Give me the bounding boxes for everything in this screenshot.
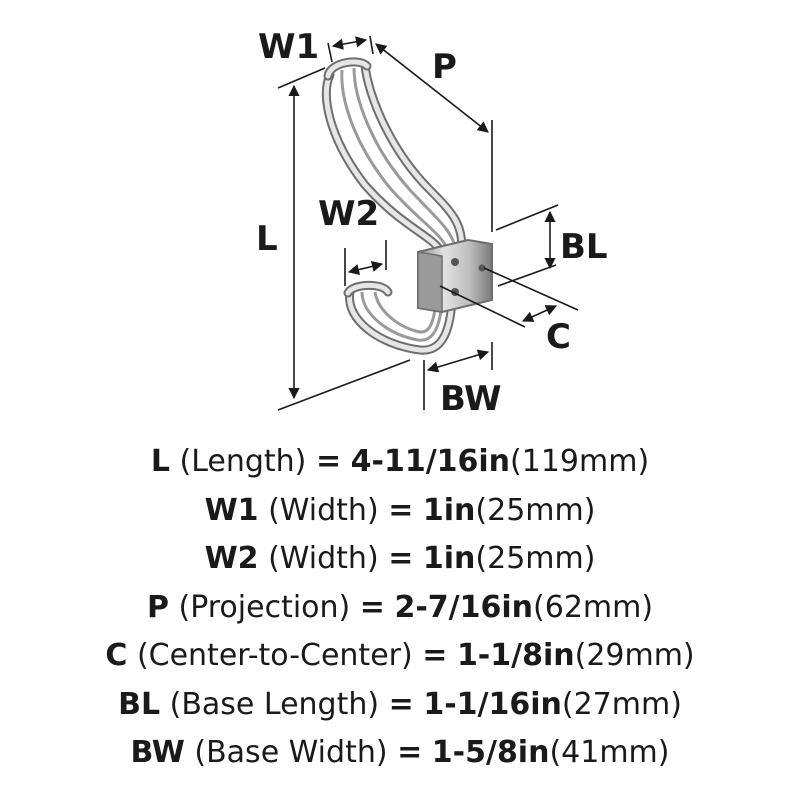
spec-name: (Base Length) <box>169 686 380 722</box>
spec-name: (Length) <box>179 444 307 479</box>
spec-metric: (119mm) <box>510 444 650 479</box>
specification-list: L (Length) = 4-11/16in(119mm) W1 (Width)… <box>0 438 800 778</box>
label-c: C <box>546 317 571 357</box>
label-l: L <box>256 219 278 259</box>
spec-code: L <box>150 444 170 479</box>
spec-metric: (29mm) <box>574 638 695 673</box>
spec-name: (Base Width) <box>194 735 388 770</box>
spec-imperial: 1-1/16in <box>423 686 562 722</box>
double-hook-illustration <box>321 57 493 355</box>
spec-row-base-length: BL (Base Length) = 1-1/16in(27mm) <box>0 681 800 730</box>
spec-metric: (25mm) <box>475 492 596 528</box>
dimension-diagram: W1 P L W2 BL C BW <box>256 27 608 419</box>
spec-row-width-2: W2 (Width) = 1in(25mm) <box>0 535 800 584</box>
spec-name: (Width) <box>268 541 379 576</box>
spec-equals: = <box>359 589 385 625</box>
spec-imperial: 1in <box>422 541 476 576</box>
label-bw: BW <box>440 379 502 419</box>
label-bl: BL <box>560 227 608 267</box>
spec-row-length: L (Length) = 4-11/16in(119mm) <box>0 438 800 487</box>
spec-name: (Projection) <box>178 589 351 625</box>
spec-equals: = <box>315 444 342 479</box>
spec-equals: = <box>388 686 414 722</box>
spec-name: (Center-to-Center) <box>136 638 413 673</box>
spec-code: W1 <box>204 492 259 528</box>
spec-code: BW <box>130 735 185 770</box>
spec-metric: (25mm) <box>475 541 596 576</box>
spec-name: (Width) <box>268 492 379 528</box>
spec-metric: (41mm) <box>549 735 670 770</box>
spec-equals: = <box>422 638 448 673</box>
spec-imperial: 2-7/16in <box>394 589 534 625</box>
spec-imperial: 1-1/8in <box>456 638 575 673</box>
spec-code: P <box>146 589 169 625</box>
label-w2: W2 <box>318 194 379 234</box>
spec-code: C <box>105 638 128 673</box>
spec-equals: = <box>397 735 423 770</box>
spec-row-center-to-center: C (Center-to-Center) = 1-1/8in(29mm) <box>0 632 800 681</box>
dimension-lines <box>277 35 579 411</box>
spec-row-base-width: BW (Base Width) = 1-5/8in(41mm) <box>0 729 800 778</box>
spec-equals: = <box>388 541 414 576</box>
label-p: P <box>432 47 457 87</box>
spec-metric: (27mm) <box>561 686 682 722</box>
spec-code: W2 <box>204 541 259 576</box>
spec-imperial: 1in <box>422 492 476 528</box>
spec-equals: = <box>388 492 414 528</box>
spec-imperial: 4-11/16in <box>350 444 511 479</box>
spec-row-projection: P (Projection) = 2-7/16in(62mm) <box>0 584 800 633</box>
spec-code: BL <box>118 686 161 722</box>
spec-row-width-1: W1 (Width) = 1in(25mm) <box>0 487 800 536</box>
label-w1: W1 <box>258 27 319 67</box>
spec-metric: (62mm) <box>533 589 654 625</box>
spec-imperial: 1-5/8in <box>431 735 550 770</box>
